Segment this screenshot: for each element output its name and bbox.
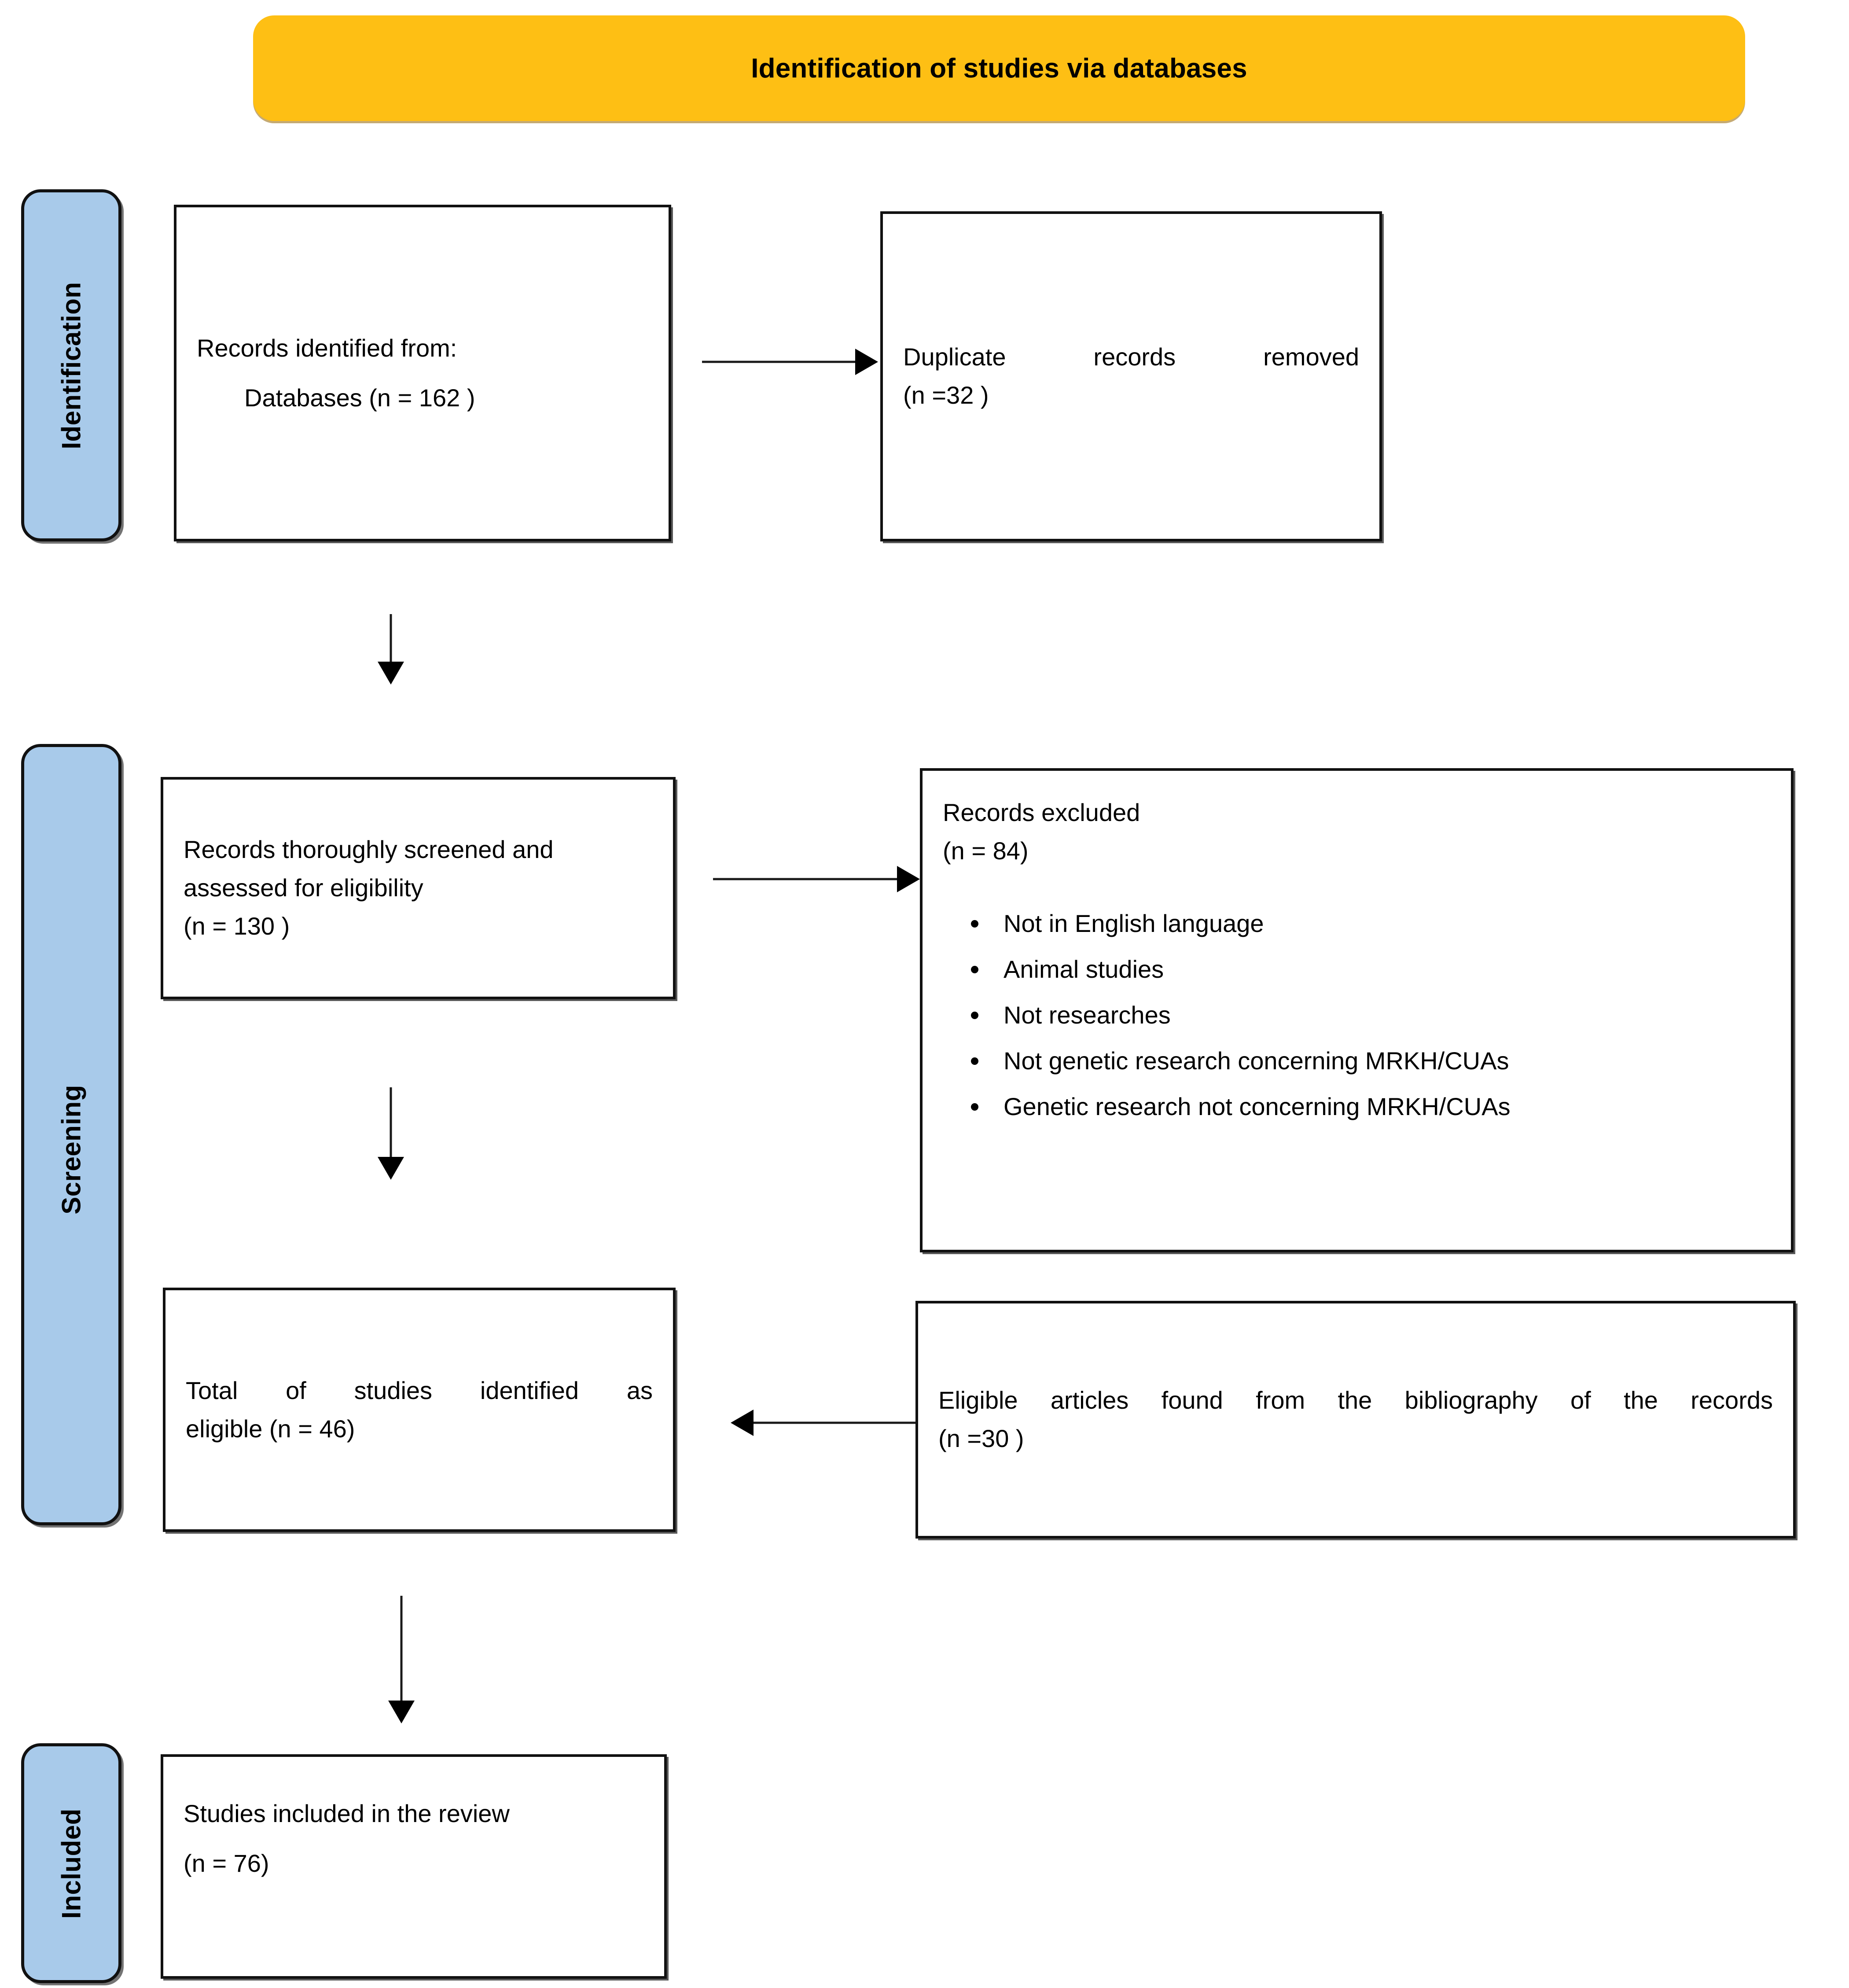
arrow-down-icon-eligible-to-included xyxy=(387,1596,415,1723)
list-item: Not researches xyxy=(943,1000,1771,1031)
arrow-head xyxy=(378,662,404,685)
screened-line2: assessed for eligibility xyxy=(184,874,423,902)
box-records-screened: Records thoroughly screened and assessed… xyxy=(161,777,676,999)
box-duplicate-records-text: Duplicate records removed (n =32 ) xyxy=(883,338,1379,415)
list-item: Not genetic research concerning MRKH/CUA… xyxy=(943,1046,1771,1076)
arrow-head xyxy=(855,349,878,375)
box-bibliography-text: Eligible articles found from the bibliog… xyxy=(918,1381,1793,1458)
box-records-identified: Records identified from: Databases (n = … xyxy=(174,205,671,541)
screened-line3: (n = 130 ) xyxy=(184,912,290,940)
box-records-excluded-text: Records excluded (n = 84) Not in English… xyxy=(923,794,1791,1122)
stage-label-included: Included xyxy=(56,1808,86,1919)
arrow-shaft xyxy=(752,1421,915,1424)
banner-title: Identification of studies via databases xyxy=(751,53,1247,84)
biblio-line2: (n =30 ) xyxy=(938,1425,1024,1452)
excluded-line1: Records excluded xyxy=(943,799,1140,826)
arrow-head xyxy=(897,866,920,892)
eligible-total-line2: eligible (n = 46) xyxy=(186,1414,355,1443)
box-studies-included-text: Studies included in the review (n = 76) xyxy=(163,1795,664,1883)
arrow-left-icon-bibliography-to-eligible xyxy=(731,1409,915,1437)
screened-line1: Records thoroughly screened and xyxy=(184,836,554,864)
arrow-shaft xyxy=(400,1596,403,1701)
arrow-down-icon-screened-to-eligible xyxy=(377,1087,405,1180)
arrow-down-icon-identified-to-screened xyxy=(377,614,405,685)
stage-label-identification: Identification xyxy=(56,282,86,449)
stage-bar-screening: Screening xyxy=(21,744,121,1525)
arrow-right-icon-identified-to-duplicates xyxy=(702,348,878,376)
records-identified-line2: Databases (n = 162 ) xyxy=(244,383,475,412)
arrow-shaft xyxy=(390,614,392,663)
arrow-shaft xyxy=(390,1087,392,1158)
records-identified-line1: Records identified from: xyxy=(197,334,457,362)
box-records-screened-text: Records thoroughly screened and assessed… xyxy=(163,831,673,945)
stage-bar-identification: Identification xyxy=(21,189,121,541)
list-item: Genetic research not concerning MRKH/CUA… xyxy=(943,1091,1771,1122)
duplicates-line2: (n =32 ) xyxy=(903,381,989,409)
box-total-eligible-studies: Total of studies identified as eligible … xyxy=(163,1288,676,1532)
list-item: Not in English language xyxy=(943,908,1771,939)
box-records-identified-text: Records identified from: Databases (n = … xyxy=(176,329,669,417)
arrow-shaft xyxy=(713,878,898,880)
excluded-line2: (n = 84) xyxy=(943,836,1029,865)
box-duplicate-records-removed: Duplicate records removed (n =32 ) xyxy=(880,211,1382,541)
list-item: Animal studies xyxy=(943,954,1771,985)
header-banner: Identification of studies via databases xyxy=(253,15,1745,121)
box-bibliography-articles: Eligible articles found from the bibliog… xyxy=(915,1301,1796,1539)
box-records-excluded: Records excluded (n = 84) Not in English… xyxy=(920,768,1794,1252)
arrow-head xyxy=(378,1157,404,1180)
exclusion-reason-list: Not in English language Animal studies N… xyxy=(943,908,1771,1122)
biblio-line1: Eligible articles found from the bibliog… xyxy=(938,1386,1773,1414)
stage-bar-included: Included xyxy=(21,1743,121,1983)
included-line1: Studies included in the review xyxy=(184,1800,510,1827)
eligible-total-line1: Total of studies identified as xyxy=(186,1376,653,1404)
arrow-shaft xyxy=(702,361,857,363)
stage-label-screening: Screening xyxy=(56,1085,86,1215)
arrow-head xyxy=(388,1701,415,1723)
duplicates-line1: Duplicate records removed xyxy=(903,343,1359,371)
arrow-right-icon-screened-to-excluded xyxy=(713,865,920,893)
box-studies-included: Studies included in the review (n = 76) xyxy=(161,1754,667,1979)
box-total-eligible-text: Total of studies identified as eligible … xyxy=(165,1372,673,1448)
included-line2: (n = 76) xyxy=(184,1849,269,1877)
arrow-head xyxy=(731,1410,754,1436)
